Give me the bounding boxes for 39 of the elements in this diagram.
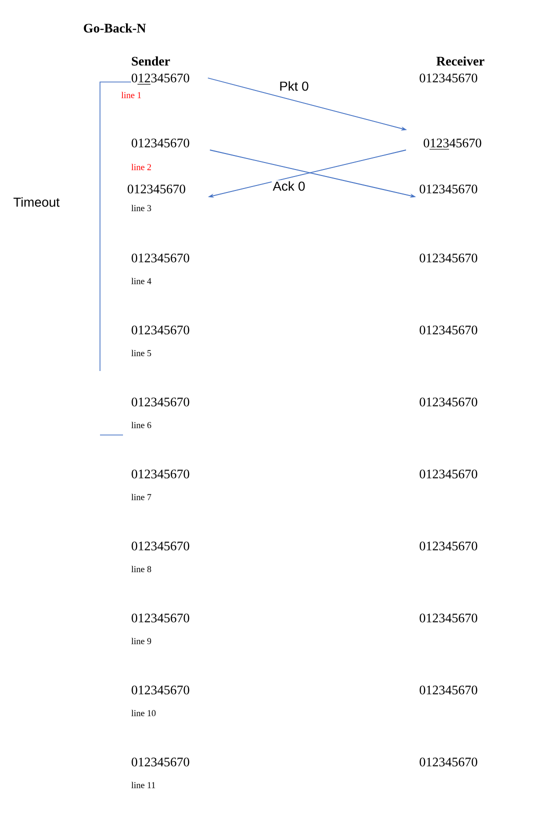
sequence-numbers: 012345670 (128, 184, 186, 194)
sequence-numbers: 012345670 (132, 470, 190, 478)
sequence-numbers: 012345670 (132, 138, 190, 148)
line-label: line 6 (131, 422, 152, 428)
sequence-numbers: 012345670 (132, 254, 190, 262)
sequence-numbers: 012345670 (132, 614, 190, 622)
line-label: line 4 (131, 278, 152, 284)
title: Go-Back-N (84, 23, 146, 33)
sequence-numbers: 012345670 (420, 326, 478, 334)
line-label: line 8 (131, 566, 152, 572)
line-label: line 3 (131, 204, 152, 212)
line-label: line 2 (131, 164, 151, 170)
sequence-numbers: 012345670 (420, 74, 478, 82)
sequence-numbers: 012345670 (132, 686, 190, 694)
sequence-numbers: 012345670 (420, 184, 478, 194)
line-label: line 11 (131, 782, 156, 788)
sequence-numbers: 012345670 (132, 74, 190, 82)
sequence-numbers: 012345670 (420, 398, 478, 406)
sequence-numbers: 012345670 (132, 326, 190, 334)
line-label: line 7 (131, 494, 152, 500)
edge-label: Pkt 0 (278, 80, 310, 92)
timeout-label: Timeout (14, 197, 60, 207)
column-heading: Sender (132, 56, 170, 66)
column-heading: Receiver (436, 56, 484, 66)
line-label: line 5 (131, 350, 152, 356)
line-label: line 1 (121, 92, 141, 98)
sequence-numbers: 012345670 (420, 758, 478, 766)
sequence-numbers: 012345670 (420, 686, 478, 694)
sequence-numbers: 012345670 (420, 254, 478, 262)
sequence-numbers: 012345670 (420, 614, 478, 622)
sequence-numbers: 012345670 (420, 542, 478, 550)
sequence-numbers: 012345670 (132, 758, 190, 766)
line-label: line 10 (131, 710, 156, 716)
edge-label: Ack 0 (272, 180, 306, 192)
sequence-numbers: 012345670 (420, 470, 478, 478)
line-label: line 9 (131, 638, 152, 644)
sequence-numbers: 012345670 (132, 398, 190, 406)
sequence-numbers: 012345670 (132, 542, 190, 550)
sequence-numbers: 012345670 (424, 138, 482, 148)
